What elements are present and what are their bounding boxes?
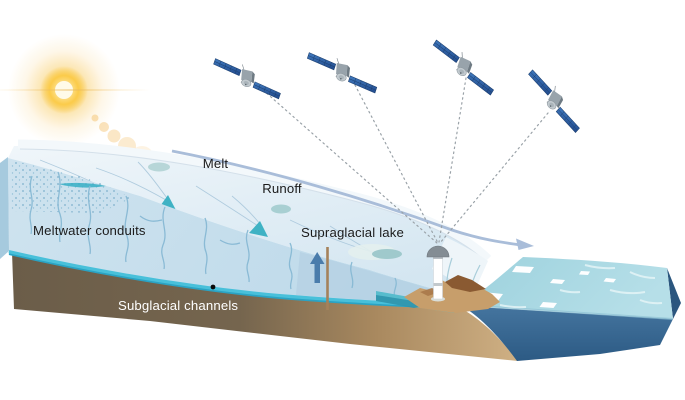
- ice-face-shadow-wedge: [296, 252, 452, 304]
- ocean-side-face: [660, 268, 681, 345]
- satellite-beams: [262, 77, 549, 244]
- meltwater-conduit-lines: [29, 171, 397, 299]
- rock-outcrop-ridge: [445, 275, 486, 292]
- satellite-beam-1: [262, 89, 438, 244]
- subglacial-channel-dot: [210, 284, 216, 290]
- satellite-beam-4: [439, 112, 549, 244]
- satellite-icon-2: [303, 49, 382, 94]
- lens-flare-line: [0, 89, 150, 91]
- iceberg-1: [512, 266, 534, 273]
- gnss-station-icon: [426, 245, 450, 302]
- englacial-lens: [58, 182, 106, 188]
- ocean-front-face: [462, 306, 673, 361]
- label-subglacial-channels: Subglacial channels: [118, 298, 238, 313]
- label-supraglacial-lake: Supraglacial lake: [301, 225, 404, 240]
- supraglacial-lake-shape-1: [148, 162, 170, 172]
- moulin-icon-2: [249, 221, 268, 237]
- ice-side-face: [0, 157, 9, 259]
- station-tower: [433, 257, 443, 300]
- iceberg-2: [550, 279, 565, 284]
- supraglacial-lake-shape-2: [271, 204, 291, 214]
- satellite-beam-2: [354, 84, 439, 244]
- satellite-icon-1: [209, 55, 286, 100]
- satellite-icon-3: [426, 36, 503, 96]
- ocean-ripples: [499, 264, 663, 309]
- supraglacial-lake-shape-3: [372, 249, 402, 259]
- satellite-icon-4: [520, 67, 590, 133]
- iceberg-6: [539, 302, 557, 308]
- sun-icon: [0, 34, 150, 146]
- label-melt: Melt: [203, 156, 229, 171]
- iceberg-5: [603, 278, 616, 283]
- iceberg-4: [579, 271, 590, 275]
- label-meltwater-conduits: Meltwater conduits: [33, 223, 146, 238]
- station-dome: [426, 245, 450, 258]
- uplift-arrow-icon: [310, 252, 325, 283]
- ocean-surface: [462, 257, 673, 319]
- ocean-front-rim: [461, 304, 674, 320]
- label-runoff: Runoff: [262, 181, 302, 196]
